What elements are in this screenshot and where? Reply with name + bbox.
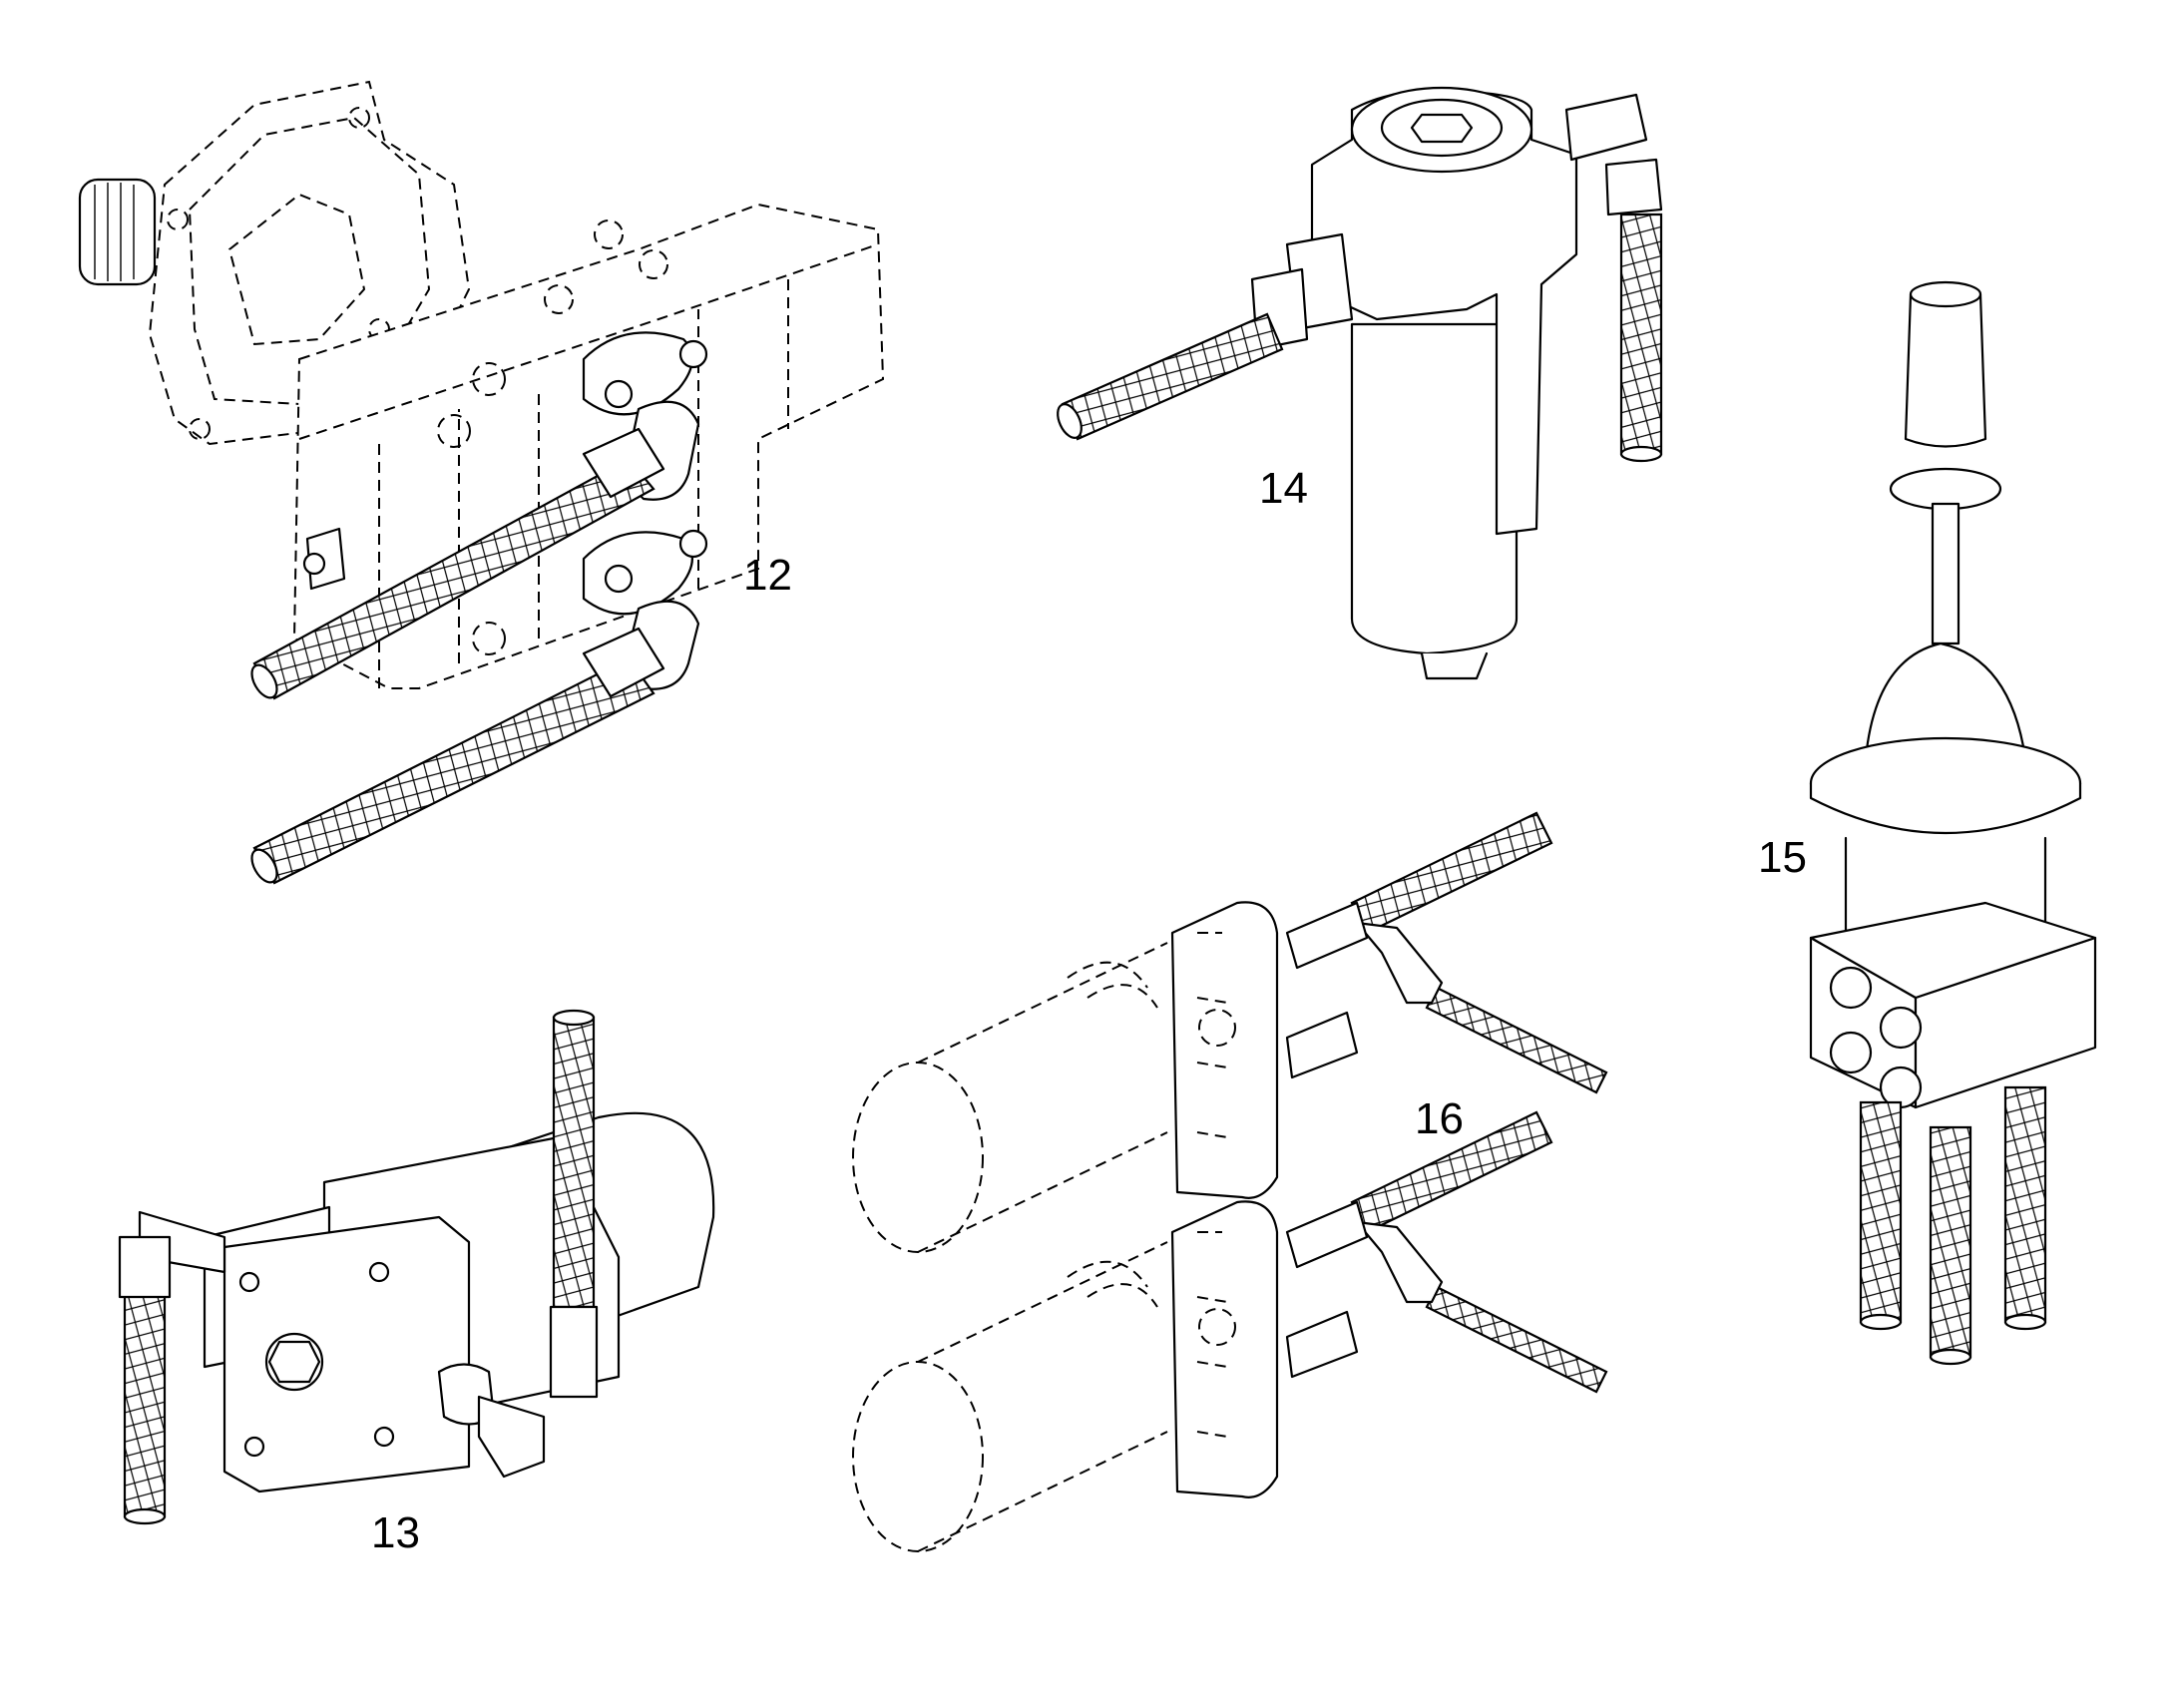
item-14-hydraulic-filter <box>1057 86 1663 680</box>
callout-14: 14 <box>1259 464 1308 513</box>
callout-16: 16 <box>1415 1094 1464 1143</box>
callout-13: 13 <box>371 1508 420 1557</box>
callout-12: 12 <box>743 551 792 600</box>
item-12-pump-assembly <box>78 80 885 885</box>
item-15-joystick-valve <box>1809 280 2097 1366</box>
item-13-gear-pump <box>118 1009 715 1525</box>
item-16-solenoid-valves <box>852 811 1608 1552</box>
callout-15: 15 <box>1758 833 1807 882</box>
